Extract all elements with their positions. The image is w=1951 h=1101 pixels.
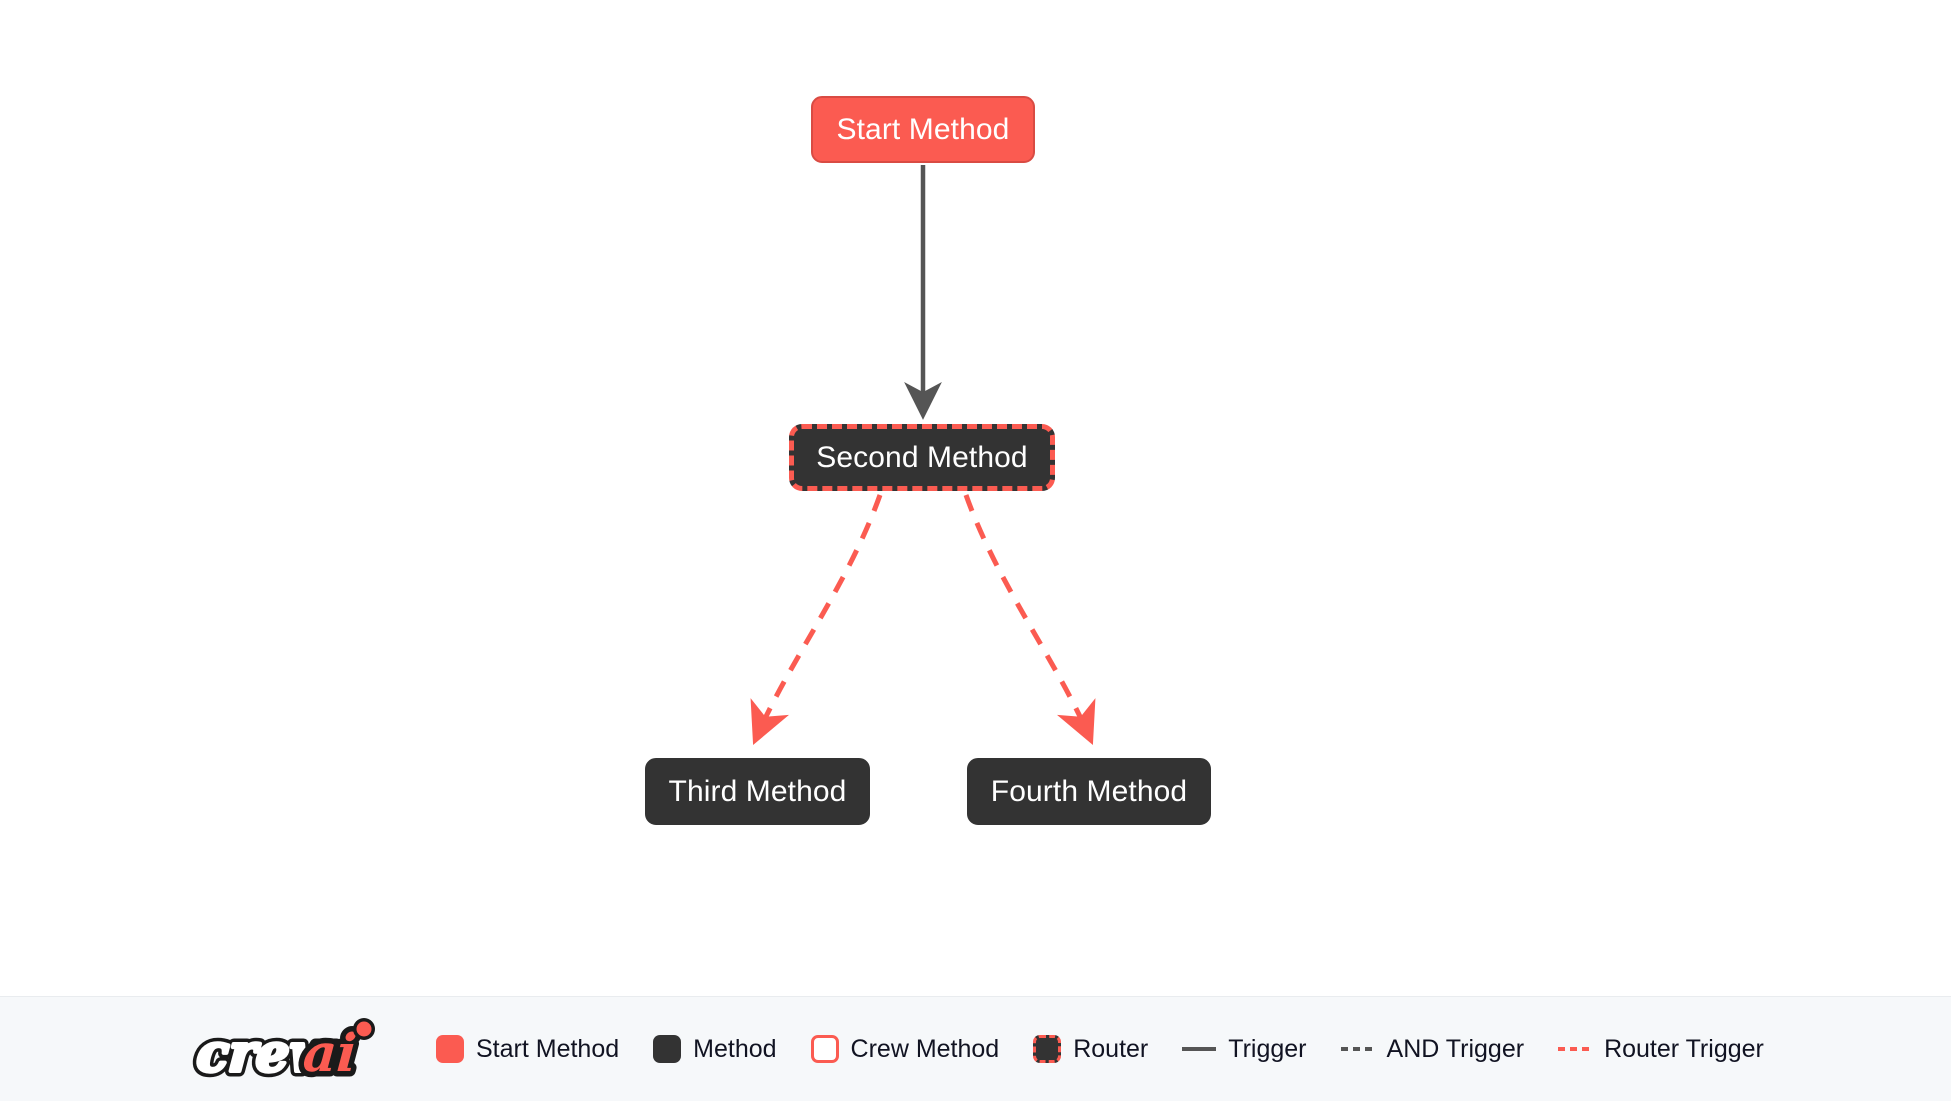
legend-item-trigger[interactable]: Trigger: [1182, 1034, 1307, 1063]
legend-item-start-method[interactable]: Start Method: [436, 1035, 619, 1063]
crewai-logo: crew crew ai ai: [190, 1018, 375, 1085]
legend-label-start-method: Start Method: [476, 1034, 620, 1063]
legend-label-router-trigger: Router Trigger: [1604, 1034, 1764, 1063]
crew-method-swatch-icon: [810, 1035, 839, 1063]
legend-label-crew-method: Crew Method: [850, 1034, 1000, 1063]
legend-label-method: Method: [693, 1034, 777, 1063]
node-start-method-label: Start Method: [836, 112, 1010, 146]
logo-text-crew: crew: [195, 1023, 338, 1084]
svg-text:ai: ai: [301, 1023, 359, 1084]
flow-canvas[interactable]: Start Method Second Method Third Method …: [0, 0, 1951, 996]
router-trigger-line-icon: [1558, 1047, 1593, 1051]
legend-item-router[interactable]: Router: [1033, 1035, 1148, 1063]
legend-item-and-trigger[interactable]: AND Trigger: [1340, 1034, 1525, 1063]
legend-bar: crew crew ai ai Start Method Method Crew…: [0, 996, 1951, 1101]
node-second-method[interactable]: Second Method: [789, 424, 1055, 491]
node-start-method[interactable]: Start Method: [811, 96, 1035, 163]
node-fourth-method-label: Fourth Method: [990, 774, 1188, 808]
legend-item-crew-method[interactable]: Crew Method: [810, 1034, 1000, 1063]
router-swatch-icon: [1033, 1035, 1062, 1063]
legend-item-method[interactable]: Method: [653, 1034, 777, 1063]
method-swatch-icon: [653, 1035, 682, 1063]
legend-label-trigger: Trigger: [1228, 1034, 1307, 1063]
legend-label-router: Router: [1073, 1034, 1149, 1063]
start-swatch-icon: [436, 1035, 464, 1063]
node-third-method-label: Third Method: [668, 774, 847, 808]
legend-label-and-trigger: AND Trigger: [1386, 1034, 1525, 1063]
node-fourth-method[interactable]: Fourth Method: [967, 758, 1211, 825]
svg-text:crew: crew: [195, 1023, 338, 1084]
trigger-line-icon: [1182, 1047, 1217, 1051]
logo-text-ai: ai: [301, 1023, 359, 1084]
edge-second-to-fourth: [963, 494, 1096, 745]
and-trigger-line-icon: [1340, 1047, 1375, 1051]
node-third-method[interactable]: Third Method: [645, 758, 870, 825]
edge-second-to-third: [750, 494, 883, 745]
legend-item-router-trigger[interactable]: Router Trigger: [1558, 1034, 1764, 1063]
node-second-method-label: Second Method: [816, 440, 1028, 474]
legend-items: Start Method Method Crew Method Router T…: [436, 1035, 1764, 1063]
